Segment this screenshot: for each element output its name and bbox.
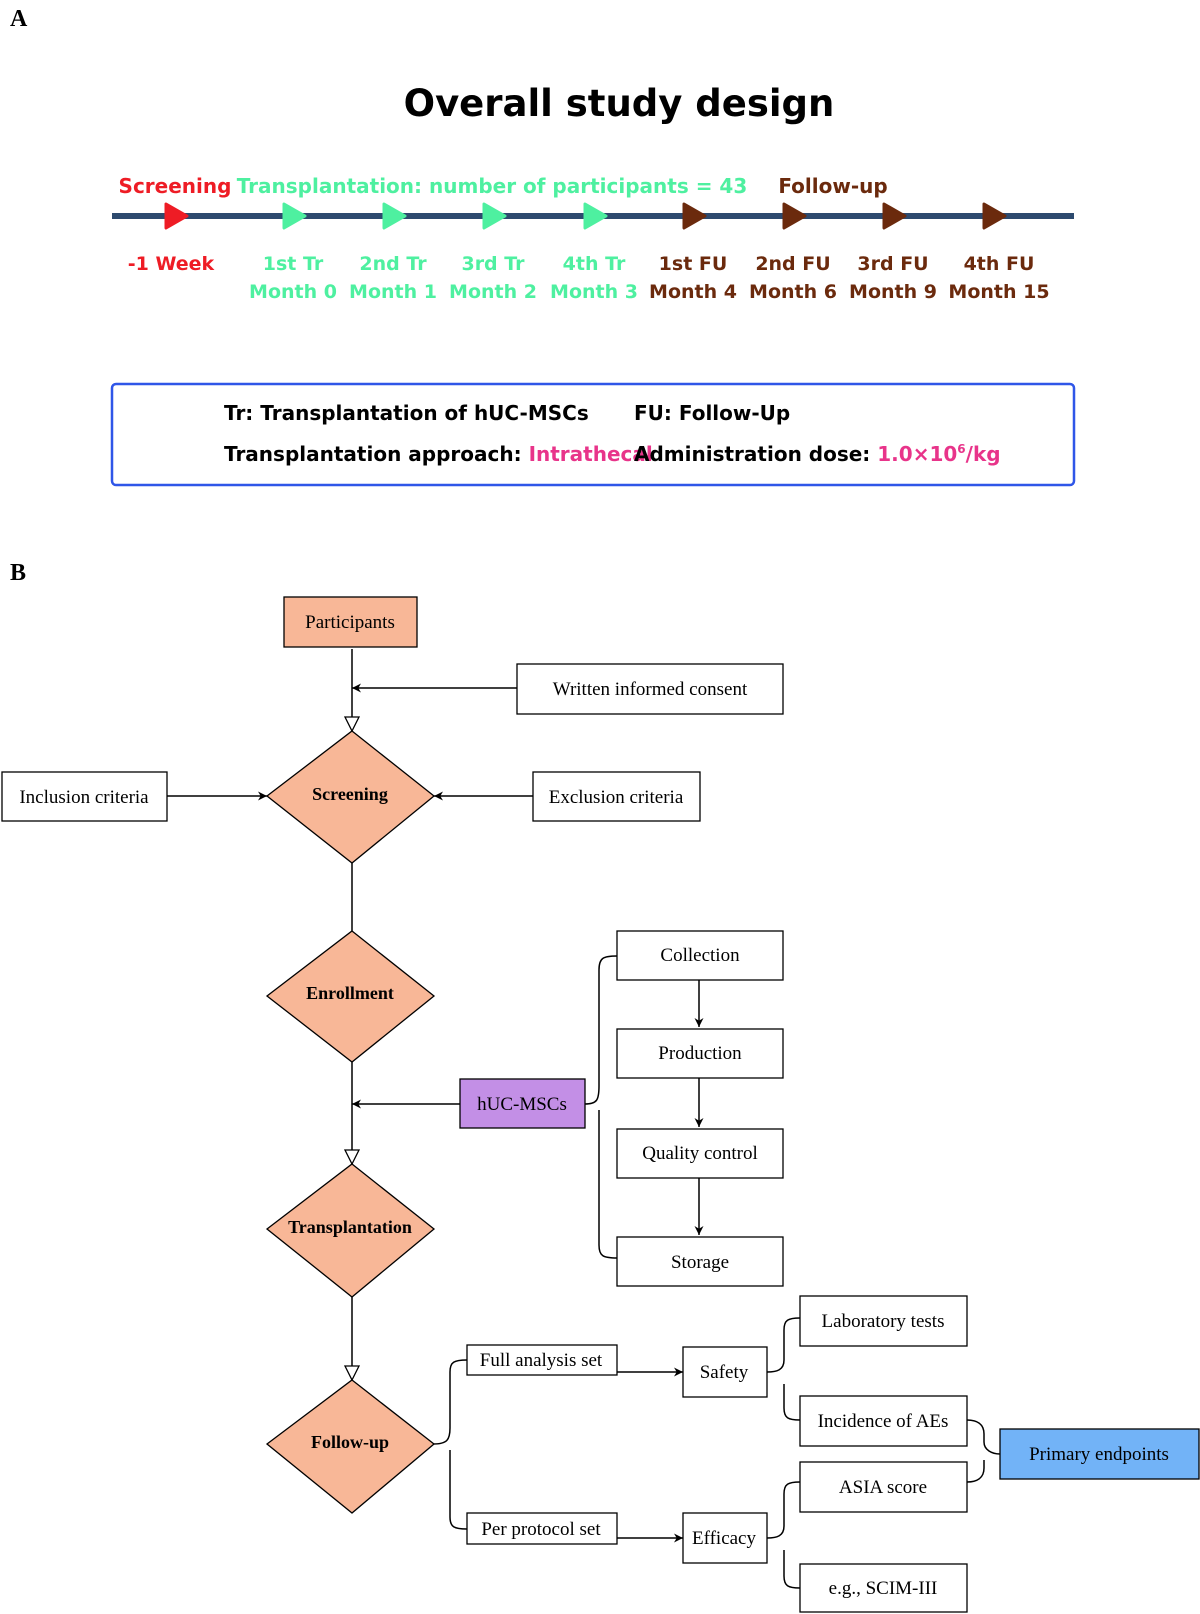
timepoint-label: 4th FU [964,253,1035,275]
production-label: Production [658,1043,742,1064]
timepoint-month-label: Month 15 [948,281,1049,303]
legend-dose-label: Administration dose: [634,442,877,466]
laboratory-tests-label: Laboratory tests [822,1311,945,1332]
legend-approach: Transplantation approach: Intrathecal [224,442,653,466]
timepoint-marker [782,202,807,230]
panel-a-title: Overall study design [404,82,835,125]
timepoint-month-label: Month 2 [449,281,537,303]
phase-screening-label: Screening [119,174,232,198]
timepoint-month-label: Month 1 [349,281,437,303]
timepoint-marker [982,202,1007,230]
laboratory-tests-box: Laboratory tests [799,1295,968,1347]
legend-dose-value: 1.0×10 [877,442,957,466]
participants-box: Participants [283,596,418,648]
flow-connectors [167,649,1001,1589]
exclusion-box: Exclusion criteria [532,771,701,822]
screening-diamond-label: Screening [312,784,388,804]
full-analysis-set-label: Full analysis set [480,1350,603,1371]
legend-tr-definition: Tr: Transplantation of hUC-MSCs [224,401,589,425]
collection-box: Collection [616,930,784,981]
followup-diamond-label: Follow-up [311,1432,389,1452]
followup-diamond: Follow-up [265,1379,436,1514]
timepoint-marker [882,202,907,230]
enrollment-diamond: Enrollment [265,930,436,1063]
participants-label: Participants [305,612,395,633]
efficacy-label: Efficacy [692,1528,756,1549]
enrollment-diamond-label: Enrollment [306,983,394,1003]
collection-label: Collection [660,945,740,966]
per-protocol-set-label: Per protocol set [481,1519,601,1540]
legend-box [110,382,1076,487]
huc-msc-label: hUC-MSCs [477,1094,567,1115]
timepoint-month-label: Month 9 [849,281,937,303]
timepoint-marker [282,202,307,230]
timepoint-marker [382,202,407,230]
timepoint-label: 1st Tr [263,253,324,275]
asia-score-label: ASIA score [839,1477,927,1498]
transplantation-diamond-label: Transplantation [288,1217,412,1237]
legend-dose-exponent: 6 [957,442,965,456]
timepoint-marker [164,202,189,230]
timepoint-label: 3rd FU [857,253,928,275]
transplantation-diamond: Transplantation [265,1163,436,1298]
incidence-of-aes-label: Incidence of AEs [818,1411,949,1432]
legend-fu-definition: FU: Follow-Up [634,401,790,425]
timepoint-label: 3rd Tr [461,253,525,275]
quality-control-label: Quality control [642,1143,758,1164]
panel-a-label: A [10,6,28,32]
legend-dose-unit: /kg [966,442,1001,466]
phase-followup-label: Follow-up [778,174,887,198]
timepoint-label: 4th Tr [563,253,626,275]
timepoint-label: 1st FU [659,253,728,275]
legend-approach-label: Transplantation approach: [224,442,529,466]
scim-box: e.g., SCIM-III [799,1563,968,1613]
inclusion-box: Inclusion criteria [1,771,168,822]
storage-box: Storage [616,1236,784,1287]
timepoint-month-label: Month 4 [649,281,737,303]
consent-label: Written informed consent [553,679,748,700]
timeline-markers: -1 Week 1st Tr Month 0 2nd Tr Month 1 3rd Tr M… [128,202,1050,303]
efficacy-box: Efficacy [682,1512,768,1564]
storage-label: Storage [671,1252,729,1273]
timepoint-label: -1 Week [128,253,215,275]
timepoint-month-label: Month 3 [550,281,638,303]
safety-box: Safety [682,1346,768,1398]
primary-endpoints-box: Primary endpoints [999,1428,1200,1480]
screening-diamond: Screening [265,730,436,864]
legend-approach-value: Intrathecal [529,442,653,466]
timepoint-marker [682,202,707,230]
timepoint-label: 2nd Tr [359,253,427,275]
legend-dose: Administration dose: 1.0×106/kg [634,442,1001,466]
production-box: Production [616,1028,784,1079]
timepoint-marker [482,202,507,230]
timepoint-month-label: Month 0 [249,281,337,303]
quality-control-box: Quality control [616,1128,784,1179]
consent-box: Written informed consent [516,663,784,715]
timepoint-label: 2nd FU [755,253,830,275]
timepoint-month-label: Month 6 [749,281,837,303]
timepoint-marker [583,202,608,230]
per-protocol-set-box: Per protocol set [466,1512,618,1545]
asia-score-box: ASIA score [799,1461,968,1513]
phase-transplantation-label: Transplantation: number of participants … [237,174,748,198]
inclusion-label: Inclusion criteria [19,787,149,808]
scim-label: e.g., SCIM-III [829,1578,938,1599]
exclusion-label: Exclusion criteria [549,787,684,808]
full-analysis-set-box: Full analysis set [466,1344,618,1376]
safety-label: Safety [700,1362,749,1383]
primary-endpoints-label: Primary endpoints [1029,1444,1169,1465]
panel-b-label: B [10,560,26,586]
huc-msc-box: hUC-MSCs [459,1078,586,1129]
incidence-of-aes-box: Incidence of AEs [799,1395,968,1447]
